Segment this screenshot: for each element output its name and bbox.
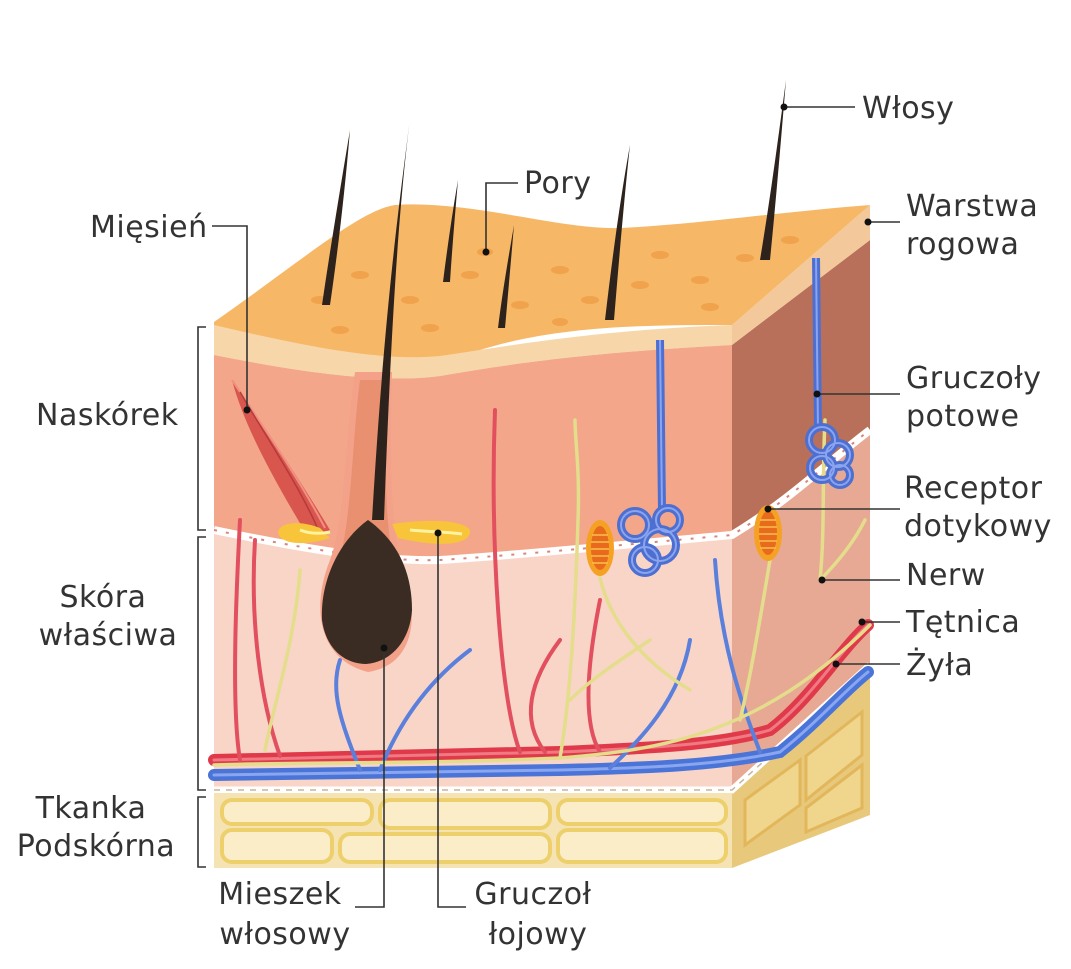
- label-subcutaneous: Tkanka Podskórna: [17, 791, 175, 864]
- label-artery: Tętnica: [905, 605, 1020, 640]
- label-vein: Żyła: [906, 647, 973, 683]
- label-sweat-glands-line2: potowe: [906, 399, 1020, 434]
- label-touch-receptor-line1: Receptor: [904, 471, 1043, 506]
- blood-vessels: [208, 408, 874, 781]
- leader-lines: [212, 103, 900, 908]
- label-sweat-glands: Gruczoły potowe: [906, 361, 1052, 434]
- label-stratum-corneum-line1: Warstwa: [906, 189, 1038, 224]
- label-sebaceous-gland-line1: Gruczoł: [474, 877, 591, 912]
- fat-cells: [220, 798, 728, 864]
- label-touch-receptor: Receptor dotykowy: [904, 471, 1052, 544]
- hair-follicle-shape: [278, 372, 471, 672]
- skin-surface: [214, 204, 870, 366]
- label-epidermis: Naskórek: [36, 398, 179, 433]
- label-pores: Pory: [524, 166, 591, 201]
- label-subcutaneous-line1: Tkanka: [35, 791, 147, 826]
- label-dermis-line2: właściwa: [39, 618, 178, 653]
- subcutaneous-bracket: [197, 796, 206, 868]
- label-stratum-corneum: Warstwa rogowa: [906, 189, 1048, 262]
- label-nerve: Nerw: [906, 558, 986, 593]
- epidermis-bracket: [197, 326, 206, 531]
- label-sebaceous-gland-line2: łojowy: [489, 917, 588, 952]
- label-hair-follicle-line2: włosowy: [219, 917, 350, 952]
- labels: Włosy Pory Mięsień Warstwa rogowa Gruczo…: [17, 91, 1052, 952]
- label-stratum-corneum-line2: rogowa: [906, 227, 1019, 262]
- label-sweat-glands-line1: Gruczoły: [906, 361, 1041, 396]
- label-hair-follicle: Mieszek włosowy: [218, 877, 351, 952]
- label-touch-receptor-line2: dotykowy: [904, 509, 1052, 544]
- label-muscle: Mięsień: [90, 210, 208, 245]
- label-dermis: Skóra właściwa: [39, 580, 178, 653]
- dermis-bracket: [197, 536, 206, 791]
- hairs: [322, 80, 786, 520]
- side-epidermis-layer: [732, 240, 870, 535]
- nerve-fibers: [212, 418, 872, 767]
- label-hair-follicle-line1: Mieszek: [218, 877, 342, 912]
- label-subcutaneous-line2: Podskórna: [17, 829, 175, 864]
- label-dermis-line1: Skóra: [60, 580, 147, 615]
- layer-brackets: [197, 326, 206, 868]
- sweat-gland-shapes: [617, 257, 854, 577]
- label-sebaceous-gland: Gruczoł łojowy: [474, 877, 601, 952]
- surface-edge-band: [214, 325, 732, 379]
- label-hair: Włosy: [862, 91, 954, 126]
- touch-receptors: [586, 505, 782, 576]
- side-top-edge: [732, 205, 870, 345]
